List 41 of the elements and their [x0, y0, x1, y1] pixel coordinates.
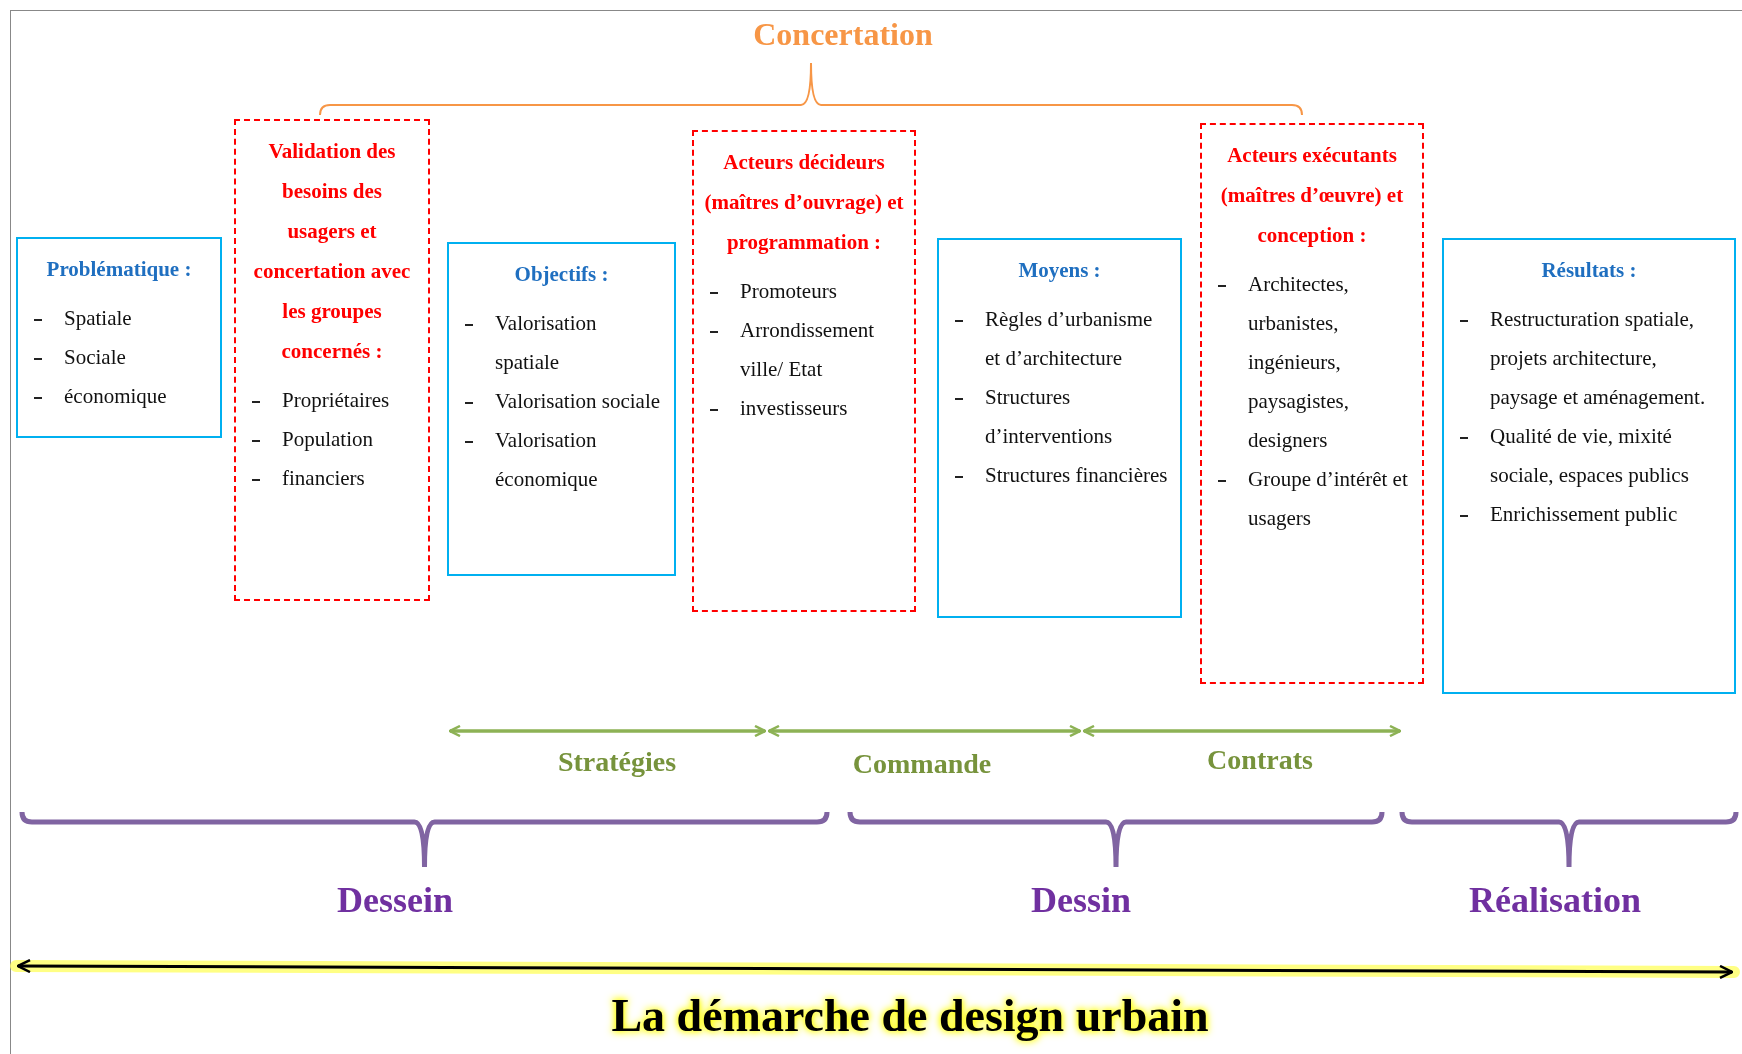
- box-heading: Validation des besoins des usagers et concertation avec les groupes concernés :: [252, 138, 412, 365]
- box-heading: Acteurs exécutants (maîtres d’œuvre) et conception :: [1219, 142, 1405, 249]
- list-item: Valorisation spatiale: [495, 310, 598, 376]
- arrow-label: Commande: [852, 747, 992, 781]
- dashed-box: [234, 119, 430, 601]
- box-heading: Problématique :: [45, 256, 193, 283]
- arrow-label: Contrats: [1207, 743, 1313, 777]
- list-item: Restructuration spatiale, projets architecture, paysage et aménagement.: [1490, 306, 1707, 411]
- box-heading: Acteurs décideurs (maîtres d’ouvrage) et programmation :: [704, 149, 904, 256]
- content-box: [937, 238, 1182, 618]
- content-box: [1442, 238, 1736, 694]
- diagram-title: La démarche de design urbain: [611, 989, 1209, 1043]
- list-item: Structures financières: [985, 462, 1168, 489]
- list-item: Valorisation économique: [495, 427, 599, 493]
- phase-label: Dessein: [337, 880, 453, 920]
- arrow-label: Stratégies: [557, 745, 677, 779]
- list-item: Sociale: [64, 344, 126, 371]
- list-item: Groupe d’intérêt et usagers: [1248, 466, 1409, 532]
- list-item: financiers: [282, 465, 365, 492]
- list-item: investisseurs: [740, 395, 848, 422]
- list-item: Structures d’interventions: [985, 384, 1114, 450]
- list-item: Population: [282, 426, 373, 453]
- list-item: économique: [64, 383, 167, 410]
- list-item: Architectes, urbanistes, ingénieurs, paysagistes, designers: [1248, 271, 1350, 454]
- box-heading: Résultats :: [1540, 257, 1638, 284]
- bracket-label: Concertation: [753, 15, 933, 54]
- dashed-box: [692, 130, 916, 612]
- list-item: Qualité de vie, mixité sociale, espaces publics: [1490, 423, 1690, 489]
- content-box: [447, 242, 676, 576]
- list-item: Enrichissement public: [1490, 501, 1678, 528]
- content-box: [16, 237, 222, 438]
- list-item: Règles d’urbanisme et d’architecture: [985, 306, 1154, 372]
- list-item: Promoteurs: [740, 278, 837, 305]
- dashed-box: [1200, 123, 1424, 684]
- list-item: Spatiale: [64, 305, 132, 332]
- box-heading: Objectifs :: [513, 261, 610, 288]
- list-item: Propriétaires: [282, 387, 390, 414]
- box-heading: Moyens :: [1017, 257, 1102, 284]
- phase-label: Réalisation: [1469, 880, 1641, 920]
- phase-label: Dessin: [1031, 880, 1131, 920]
- list-item: Valorisation sociale: [495, 388, 661, 415]
